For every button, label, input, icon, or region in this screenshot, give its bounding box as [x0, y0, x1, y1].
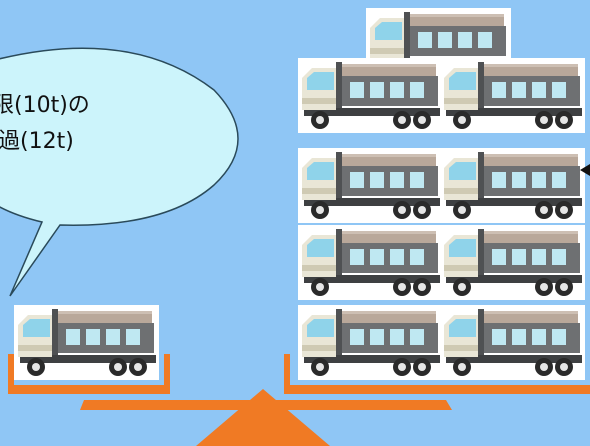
truck-left	[14, 305, 159, 380]
balance-beam	[80, 400, 452, 410]
truck-right-row4-left	[298, 305, 443, 380]
truck-right-row3-left	[298, 225, 443, 300]
bubble-line-2: 過(12t)	[0, 124, 200, 160]
truck-right-row1-left	[298, 58, 443, 133]
bubble-text: 限(10t)の 過(12t)	[0, 88, 200, 160]
truck-right-row3-right	[440, 225, 585, 300]
bubble-line-1: 限(10t)の	[0, 88, 200, 124]
speech-bubble	[0, 48, 238, 296]
fulcrum-triangle	[196, 389, 330, 446]
truck-right-row2-left	[298, 148, 443, 223]
truck-right-row1-right	[440, 58, 585, 133]
truck-right-row2-right	[440, 148, 585, 223]
truck-right-row4-right	[440, 305, 585, 380]
